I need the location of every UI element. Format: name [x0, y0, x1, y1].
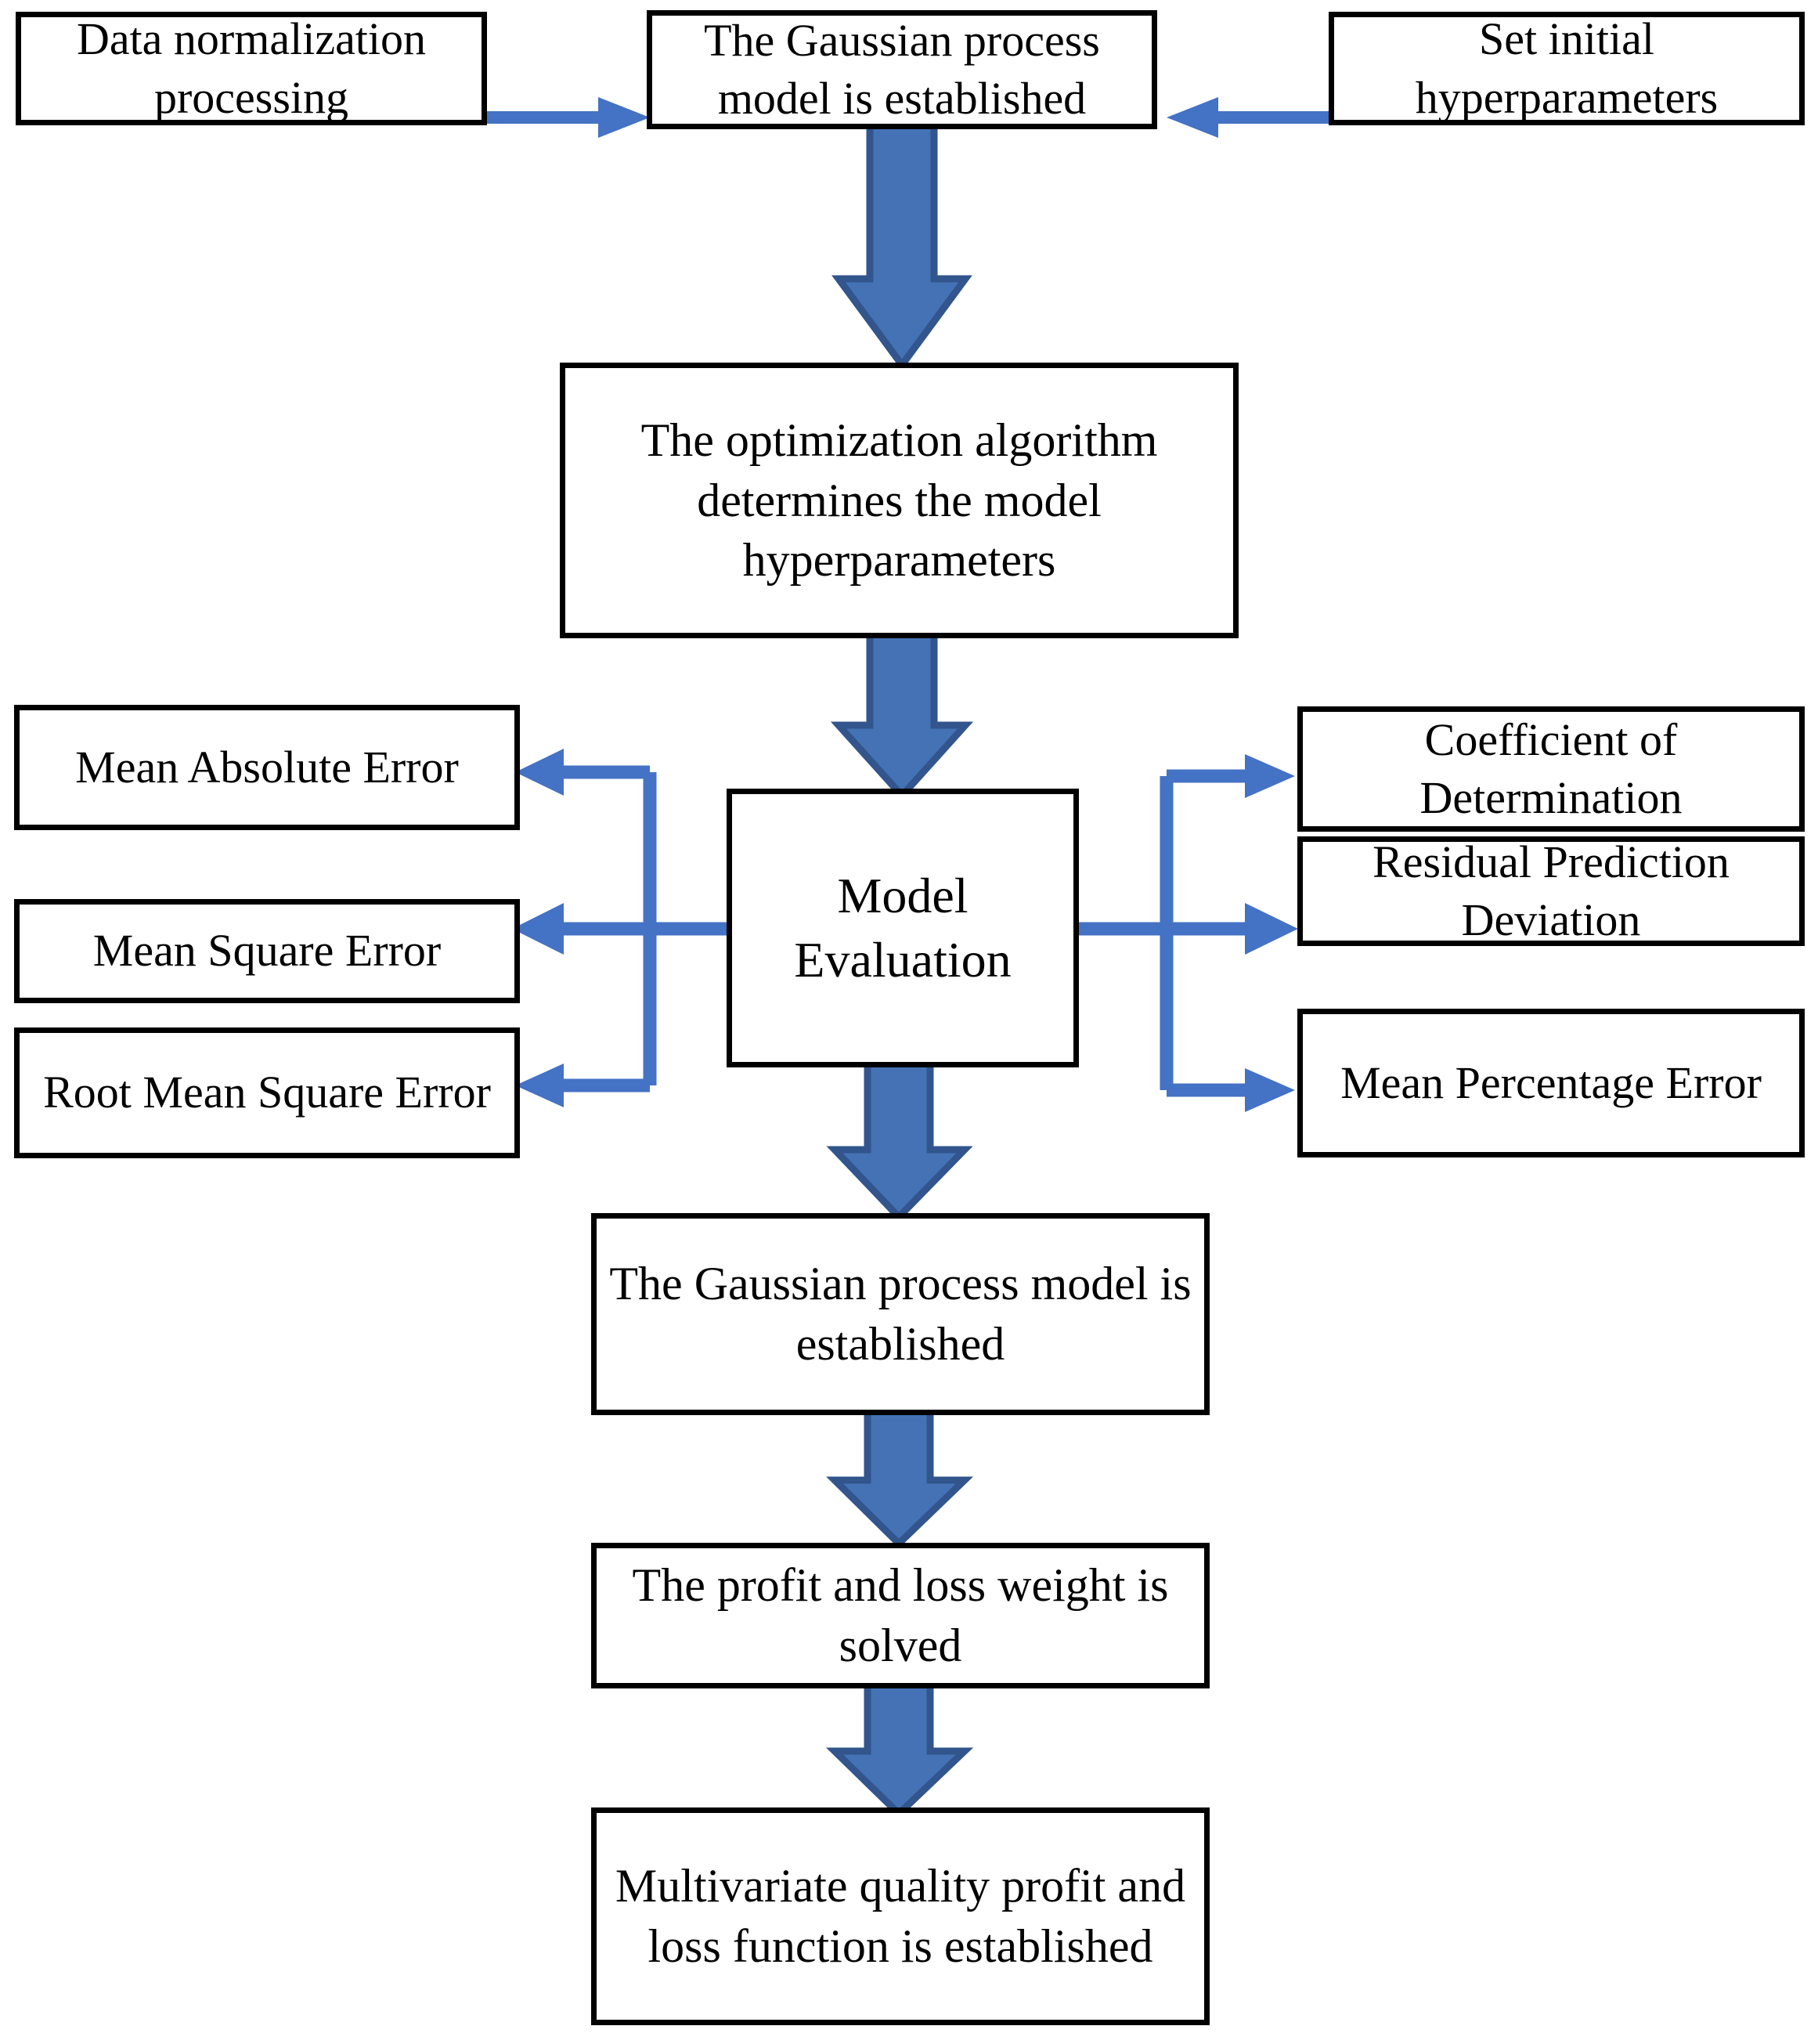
connector-model-evaluation-to-gaussian-model-bottom — [826, 1060, 977, 1222]
block-arrow-down-icon — [831, 121, 972, 371]
node-gaussian-model-bottom: The Gaussian process model is establishe… — [591, 1213, 1210, 1415]
node-data-normalization-label: Data normalization processing — [76, 13, 427, 123]
node-mean-percentage-error-label: Mean Percentage Error — [1340, 1056, 1762, 1108]
block-arrow-down-icon — [830, 630, 974, 801]
node-residual-prediction-deviation: Residual Prediction Deviation — [1297, 836, 1805, 946]
connector-model-evaluation-to-right-metrics — [1073, 744, 1308, 1112]
arrowhead-left-icon — [515, 749, 564, 796]
arrowhead-left-icon — [512, 903, 564, 955]
block-arrow-down-icon — [826, 1060, 973, 1222]
arrowhead-right-icon — [1245, 1068, 1295, 1112]
node-root-mean-square-error: Root Mean Square Error — [14, 1027, 520, 1158]
node-root-mean-square-error-label: Root Mean Square Error — [43, 1067, 491, 1118]
node-profit-loss-weight: The profit and loss weight is solved — [591, 1543, 1210, 1688]
node-multivariate-function-label: Multivariate quality profit and loss fun… — [615, 1860, 1186, 1972]
node-model-evaluation: Model Evaluation — [727, 789, 1079, 1067]
node-gaussian-model-top-label: The Gaussian process model is establishe… — [704, 14, 1100, 124]
connector-optimization-to-model-evaluation — [830, 630, 974, 801]
arrowhead-right-icon — [1245, 903, 1298, 955]
arrowhead-right-icon — [598, 97, 650, 138]
block-arrow-down-icon — [826, 1406, 974, 1549]
arrowhead-left-icon — [515, 1064, 564, 1107]
node-coefficient-of-determination: Coefficient of Determination — [1297, 706, 1805, 832]
connector-gaussian-model-bottom-to-profit-loss-weight — [826, 1406, 977, 1549]
node-model-evaluation-label: Model Evaluation — [794, 868, 1012, 988]
block-arrow-down-icon — [825, 1680, 974, 1819]
connector-model-evaluation-to-left-metrics — [501, 744, 736, 1107]
arrowhead-left-icon — [1167, 97, 1218, 138]
connector-profit-loss-weight-to-multivariate-function — [825, 1680, 977, 1819]
node-mean-percentage-error: Mean Percentage Error — [1297, 1009, 1805, 1157]
node-mean-absolute-error-label: Mean Absolute Error — [75, 741, 459, 793]
node-multivariate-function: Multivariate quality profit and loss fun… — [591, 1807, 1210, 2025]
node-optimization-algorithm-label: The optimization algorithm determines th… — [640, 413, 1158, 587]
connector-gaussian-model-to-optimization — [831, 121, 972, 371]
node-gaussian-model-top: The Gaussian process model is establishe… — [647, 10, 1157, 129]
arrowhead-right-icon — [1245, 754, 1295, 798]
node-profit-loss-weight-label: The profit and loss weight is solved — [632, 1559, 1169, 1671]
node-coefficient-of-determination-label: Coefficient of Determination — [1419, 713, 1683, 823]
node-set-initial-hyperparameters: Set initial hyperparameters — [1329, 12, 1805, 125]
connector-data-normalization-to-gaussian-model — [476, 94, 653, 141]
node-residual-prediction-deviation-label: Residual Prediction Deviation — [1373, 836, 1730, 945]
node-mean-absolute-error: Mean Absolute Error — [14, 705, 520, 830]
node-set-initial-hyperparameters-label: Set initial hyperparameters — [1415, 13, 1719, 123]
node-mean-square-error: Mean Square Error — [14, 899, 520, 1003]
node-mean-square-error-label: Mean Square Error — [92, 925, 442, 977]
node-data-normalization: Data normalization processing — [16, 12, 487, 125]
node-gaussian-model-bottom-label: The Gaussian process model is establishe… — [609, 1258, 1192, 1370]
connector-set-hyperparameters-to-gaussian-model — [1151, 94, 1340, 141]
node-optimization-algorithm: The optimization algorithm determines th… — [560, 363, 1239, 638]
